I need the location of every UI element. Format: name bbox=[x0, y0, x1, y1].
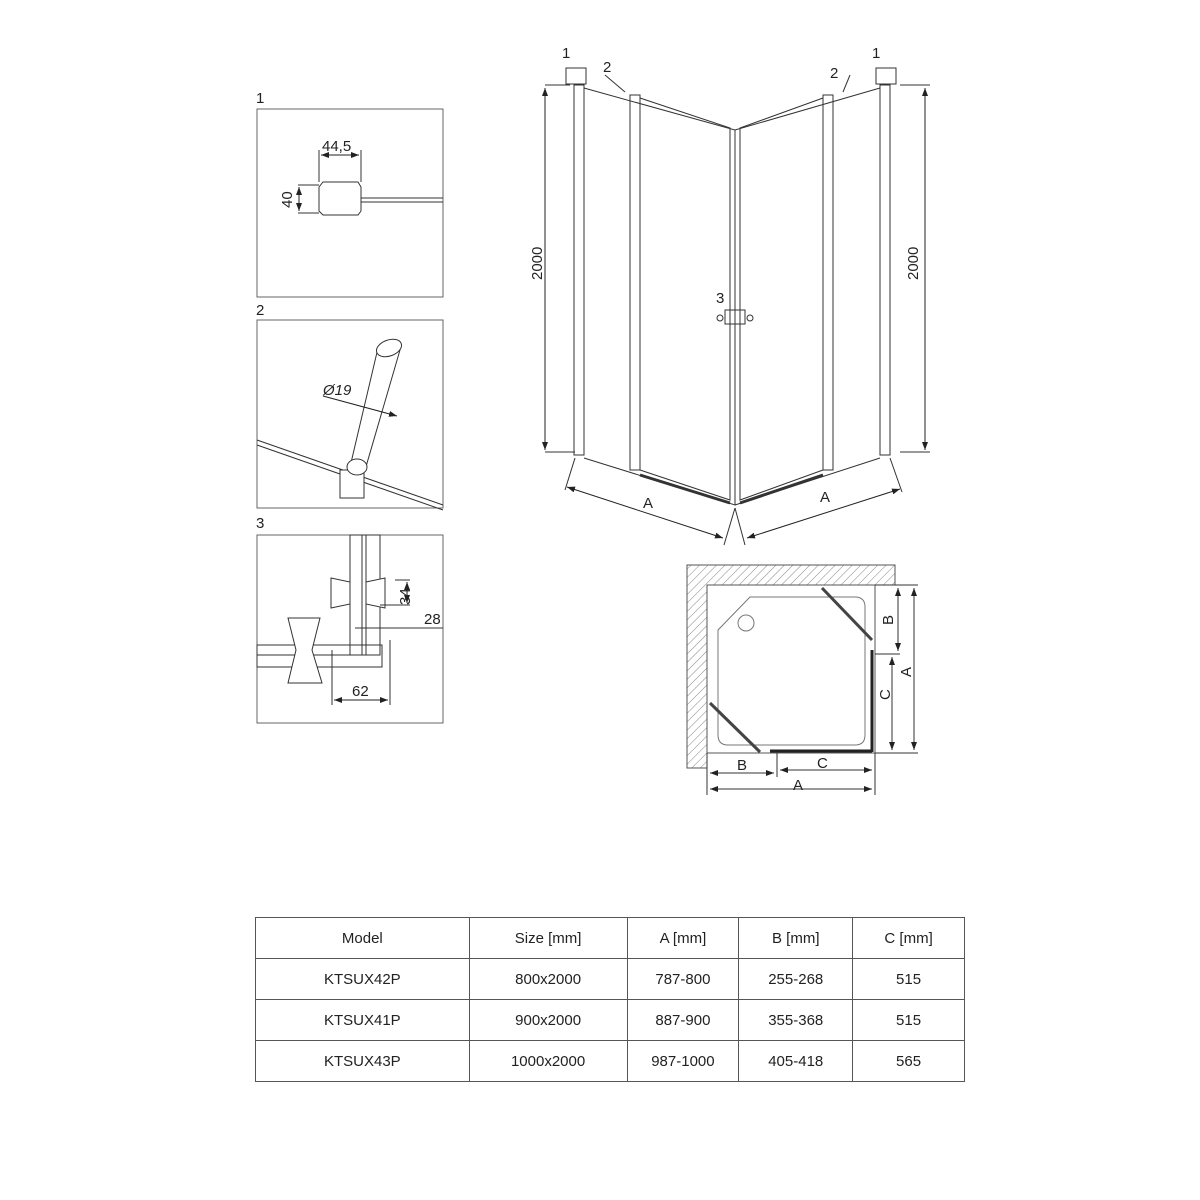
callout-1-left: 1 bbox=[562, 45, 570, 62]
cell-c: 515 bbox=[852, 999, 965, 1041]
plan-view: B C A B C A bbox=[686, 564, 918, 795]
dim-34: 34 bbox=[397, 588, 414, 605]
cell-size: 900x2000 bbox=[468, 999, 628, 1041]
cell-b: 355-368 bbox=[738, 999, 854, 1041]
plan-a-horizontal: A bbox=[793, 777, 803, 794]
cell-c: 515 bbox=[852, 958, 965, 1000]
cell-model: KTSUX43P bbox=[255, 1040, 470, 1082]
dim-40: 40 bbox=[279, 191, 296, 208]
dim-diameter-19: Ø19 bbox=[322, 382, 352, 399]
dim-44-5: 44,5 bbox=[322, 138, 351, 155]
callout-2-left: 2 bbox=[603, 59, 611, 76]
detail-2: 2 Ø19 bbox=[256, 302, 444, 511]
cell-c: 565 bbox=[852, 1040, 965, 1082]
cell-size: 800x2000 bbox=[468, 958, 628, 1000]
header-c: C [mm] bbox=[852, 917, 965, 959]
front-view bbox=[542, 67, 930, 546]
dim-62: 62 bbox=[352, 683, 369, 700]
cell-b: 405-418 bbox=[738, 1040, 854, 1082]
header-model: Model bbox=[255, 917, 470, 959]
cell-b: 255-268 bbox=[738, 958, 854, 1000]
cell-size: 1000x2000 bbox=[468, 1040, 628, 1082]
callout-1-right: 1 bbox=[872, 45, 880, 62]
detail-1: 1 44,5 40 bbox=[256, 90, 444, 298]
detail-2-number: 2 bbox=[256, 302, 264, 319]
cell-model: KTSUX42P bbox=[255, 958, 470, 1000]
cell-a: 987-1000 bbox=[626, 1040, 740, 1082]
height-right-label: 2000 bbox=[905, 247, 922, 280]
dimensions-table: Model Size [mm] A [mm] B [mm] C [mm] KTS… bbox=[255, 917, 965, 1082]
header-size: Size [mm] bbox=[468, 917, 628, 959]
dim-28: 28 bbox=[424, 611, 441, 628]
cell-model: KTSUX41P bbox=[255, 999, 470, 1041]
detail-3: 3 34 28 62 bbox=[256, 515, 444, 724]
detail-3-number: 3 bbox=[256, 515, 264, 532]
detail-1-number: 1 bbox=[256, 90, 264, 107]
plan-b-vertical: B bbox=[880, 615, 897, 625]
plan-c-vertical: C bbox=[877, 689, 894, 700]
table-header-row: Model Size [mm] A [mm] B [mm] C [mm] bbox=[255, 917, 965, 959]
height-left-label: 2000 bbox=[529, 247, 546, 280]
cell-a: 787-800 bbox=[626, 958, 740, 1000]
callout-2-right: 2 bbox=[830, 65, 838, 82]
header-b: B [mm] bbox=[738, 917, 854, 959]
header-a: A [mm] bbox=[626, 917, 740, 959]
width-right-label: A bbox=[820, 489, 830, 506]
plan-a-vertical: A bbox=[898, 667, 915, 677]
plan-b-horizontal: B bbox=[737, 757, 747, 774]
plan-c-horizontal: C bbox=[817, 755, 828, 772]
cell-a: 887-900 bbox=[626, 999, 740, 1041]
callout-3: 3 bbox=[716, 290, 724, 307]
width-left-label: A bbox=[643, 495, 653, 512]
